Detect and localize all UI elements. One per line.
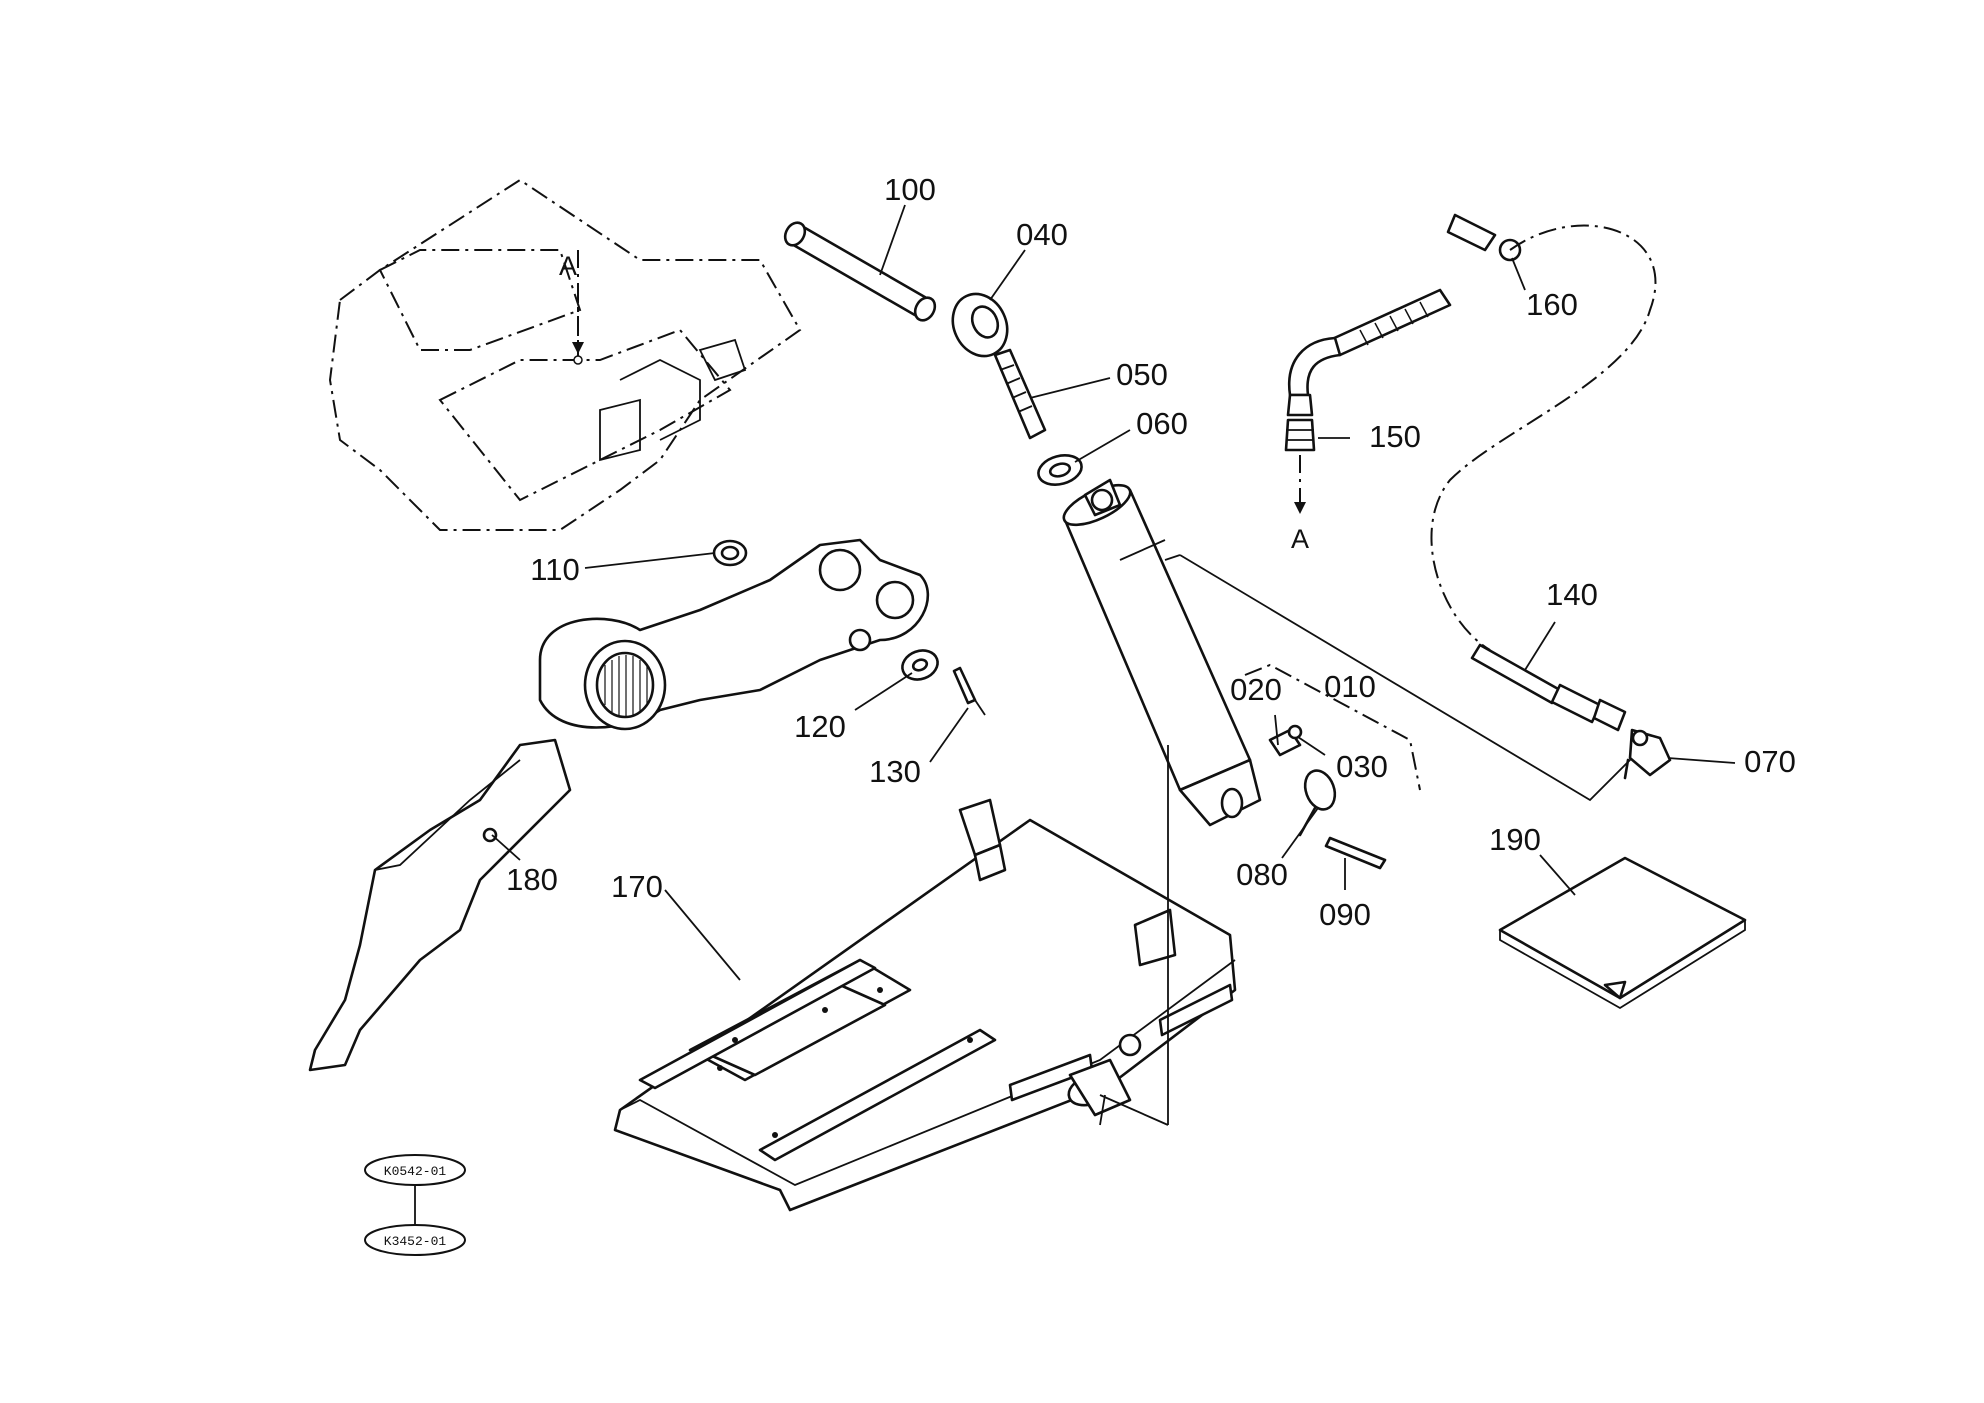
elbow-070 — [1623, 728, 1672, 780]
svg-text:A: A — [559, 251, 577, 281]
label-090: 090 — [1319, 897, 1371, 932]
stud-050 — [993, 348, 1047, 440]
washer-120 — [901, 649, 939, 681]
marker-a-bottom: A — [1291, 455, 1309, 554]
label-060: 060 — [1136, 406, 1188, 441]
leader-lines — [491, 204, 1736, 981]
label-040: 040 — [1016, 217, 1068, 252]
ref-code-2: K3452-01 — [384, 1234, 447, 1249]
svg-text:A: A — [1291, 524, 1309, 554]
label-010: 010 — [1324, 669, 1376, 704]
label-160: 160 — [1526, 287, 1578, 322]
label-070: 070 — [1744, 744, 1796, 779]
hose-route-line — [1179, 554, 1651, 802]
label-190: 190 — [1489, 822, 1541, 857]
label-140: 140 — [1546, 577, 1598, 612]
label-030: 030 — [1336, 749, 1388, 784]
label-150: 150 — [1369, 419, 1421, 454]
label-180: 180 — [506, 862, 558, 897]
washer-060 — [1037, 454, 1083, 486]
clip-090 — [1324, 836, 1387, 870]
group-bracket-010 — [1244, 663, 1421, 791]
hose-loop — [1430, 224, 1657, 651]
cover-180 — [308, 738, 572, 1072]
marker-a-top: A — [559, 251, 584, 365]
pin-100 — [783, 221, 937, 322]
label-170: 170 — [611, 869, 663, 904]
cylinder-tie-line — [1164, 554, 1181, 561]
hose-assembly-160 — [1286, 213, 1522, 417]
engine-frame-outline — [328, 178, 802, 531]
label-020: 020 — [1230, 672, 1282, 707]
fitting-030 — [1268, 724, 1303, 757]
bushing-040 — [951, 292, 1009, 358]
manual-190 — [1498, 856, 1747, 1010]
label-050: 050 — [1116, 357, 1168, 392]
cotter-pin-130 — [952, 666, 986, 716]
label-130: 130 — [869, 754, 921, 789]
label-120: 120 — [794, 709, 846, 744]
hydraulic-cylinder-010 — [1062, 478, 1262, 827]
arm-assembly — [538, 538, 930, 731]
label-110: 110 — [530, 552, 579, 587]
callout-labels: 100 040 050 060 110 120 130 010 020 030 … — [506, 172, 1796, 932]
label-080: 080 — [1236, 857, 1288, 892]
reference-codes: K0542-01 K3452-01 — [364, 1154, 466, 1256]
base-frame-170 — [613, 745, 1237, 1212]
ring-110 — [712, 539, 748, 567]
label-100: 100 — [884, 172, 936, 207]
fitting-150 — [1284, 418, 1316, 452]
ref-code-1: K0542-01 — [384, 1164, 447, 1179]
hose-end-140 — [1470, 643, 1627, 732]
